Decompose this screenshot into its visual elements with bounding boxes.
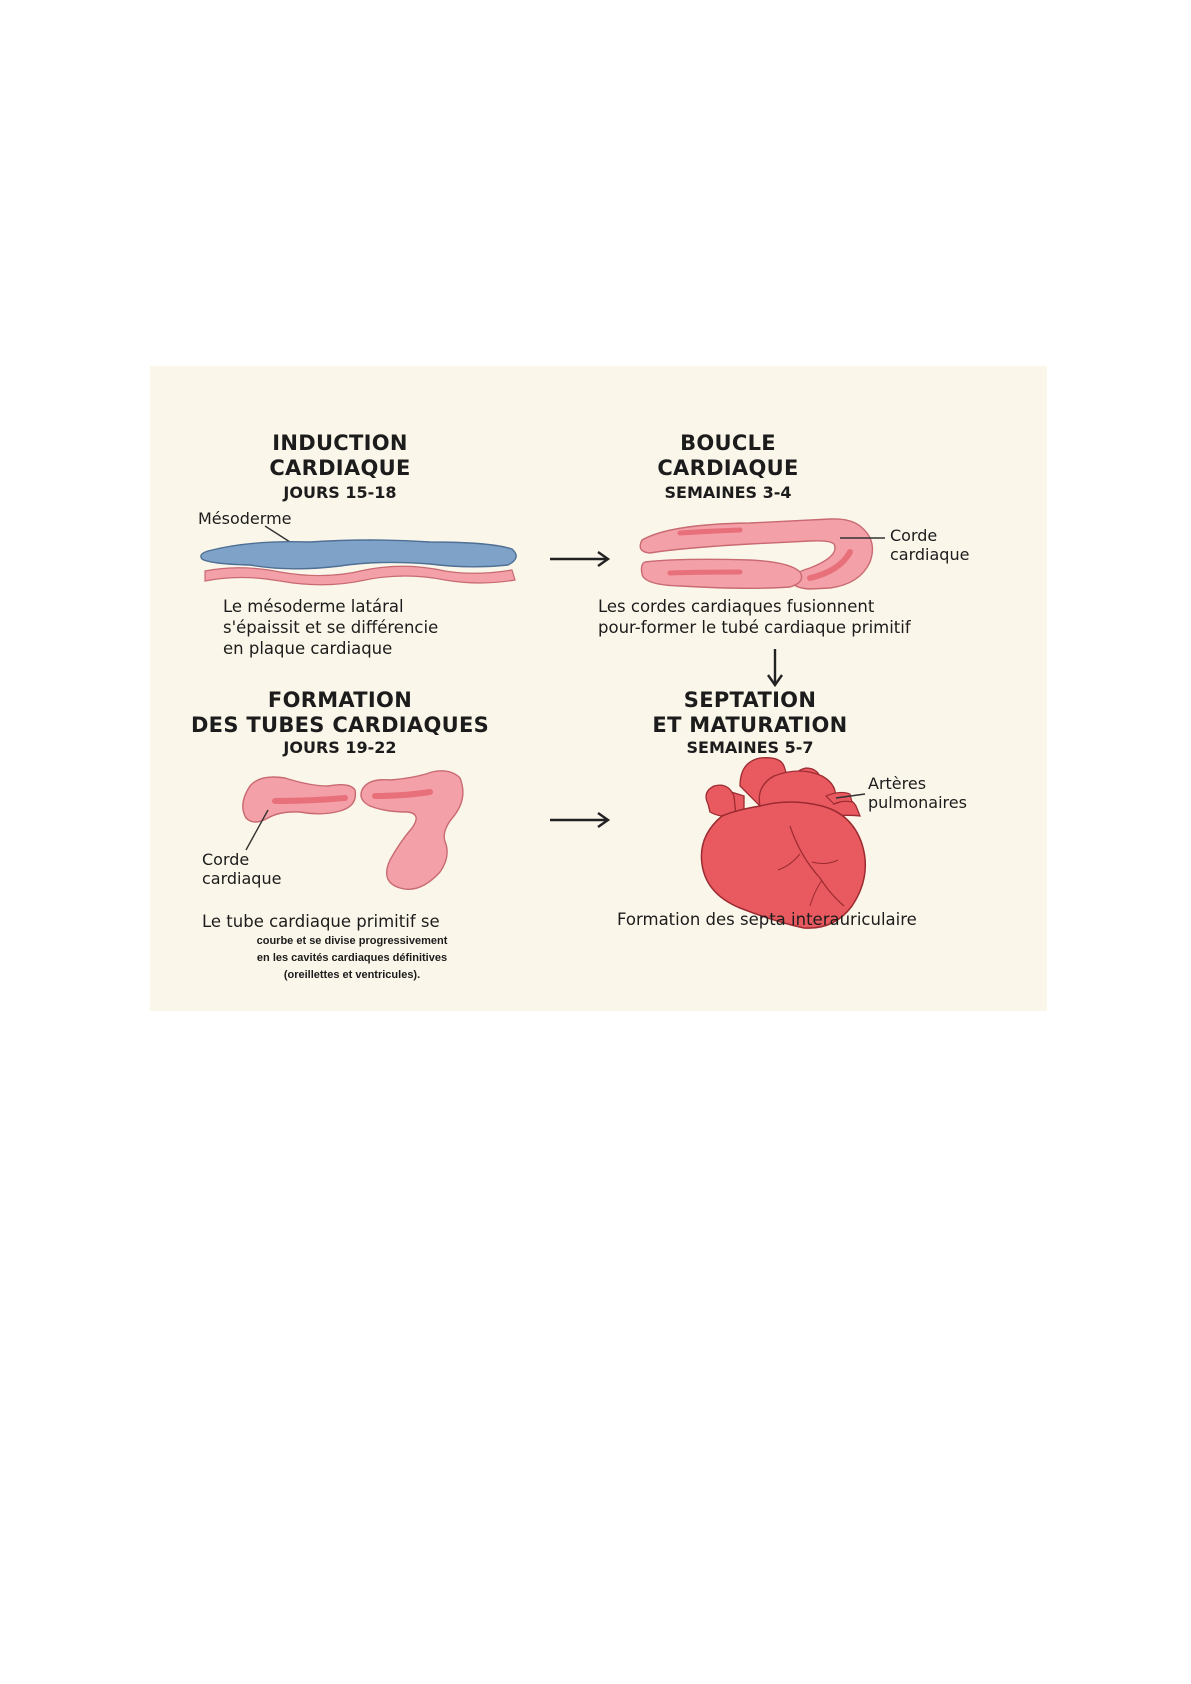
- stage1-description-line2: s'épaissit et se différencie: [223, 618, 439, 637]
- stage3-label-line1: Corde: [202, 850, 250, 869]
- mesoderm-illustration: [200, 525, 517, 586]
- stage2-description-line2: pour-former le tubé cardiaque primitif: [598, 618, 911, 637]
- stage2-label-line1: Corde: [890, 526, 938, 545]
- stage4-subtitle: SEMAINES 5-7: [686, 738, 814, 757]
- diagram-panel: INDUCTION CARDIAQUE JOURS 15-18 Mésoderm…: [150, 366, 1047, 1011]
- stage1-title-line1: INDUCTION: [272, 431, 408, 455]
- arrow-right-icon: [550, 551, 611, 567]
- stage2-description: Les cordes cardiaques fusionnent pour-fo…: [598, 596, 911, 638]
- stage3-title-line1: FORMATION: [267, 688, 413, 712]
- stage3-small-line1: courbe et se divise progressivement: [256, 935, 448, 947]
- stage2-label-line2: cardiaque: [890, 545, 970, 564]
- stage1-title-line2: CARDIAQUE: [269, 456, 411, 480]
- stage3-description-small: courbe et se divise progressivement en l…: [202, 933, 502, 984]
- heart-cord-stripe-loop: [807, 549, 853, 581]
- stage4-description: Formation des septa interauriculaire: [617, 910, 917, 929]
- stage1-description: Le mésoderme latáral s'épaissit et se di…: [223, 596, 438, 659]
- stage4-label: Artères pulmonaires: [868, 774, 967, 812]
- left-tube-stripe: [272, 795, 348, 804]
- stage2-title-line1: BOUCLE: [680, 431, 776, 455]
- mesoderm-label: Mésoderme: [198, 509, 292, 528]
- heart-icon: [700, 757, 867, 929]
- arrows-layer: [550, 551, 783, 828]
- heart-cord-stripe-top: [677, 527, 743, 536]
- stage2-description-line1: Les cordes cardiaques fusionnent: [598, 597, 875, 616]
- coronary-vessel-2: [777, 853, 839, 907]
- stage2-title-line2: CARDIAQUE: [657, 456, 799, 480]
- stage4-title-line1: SEPTATION: [683, 688, 817, 712]
- stage1-title: INDUCTION CARDIAQUE: [230, 431, 450, 481]
- stage4-label-line2: pulmonaires: [868, 793, 967, 812]
- stage2-title: BOUCLE CARDIAQUE: [618, 431, 838, 481]
- stage3-small-line3: (oreillettes et ventricules).: [283, 969, 421, 981]
- coronary-vessel-1: [789, 825, 845, 907]
- heart-cord-stripe-bottom: [667, 569, 743, 576]
- right-tube-stripe: [372, 789, 433, 799]
- arteres-leader-line: [835, 793, 866, 799]
- stage4-title-line2: ET MATURATION: [652, 713, 848, 737]
- left-atrium-ear: [705, 784, 737, 818]
- stage2-subtitle: SEMAINES 3-4: [664, 483, 792, 502]
- stage3-label-line2: cardiaque: [202, 869, 282, 888]
- arrow-right-icon: [550, 812, 611, 828]
- heart-tubes-illustration: [242, 770, 464, 890]
- stage2-label: Corde cardiaque: [890, 526, 969, 564]
- mesoderm-pink-band: [204, 565, 516, 586]
- mesoderm-leader-line: [264, 525, 291, 543]
- stage1-description-line1: Le mésoderme latáral: [223, 597, 404, 616]
- mesoderm-blue-layer: [200, 539, 517, 570]
- stage3-label: Corde cardiaque: [202, 850, 281, 888]
- right-heart-tube: [360, 770, 464, 890]
- stage3-small-line2: en les cavités cardiaques définitives: [256, 952, 448, 964]
- arrow-down-icon: [767, 649, 783, 688]
- corde-leader-line-bottom: [245, 809, 269, 851]
- stage3-title: FORMATION DES TUBES CARDIAQUES: [190, 688, 490, 738]
- stage3-subtitle: JOURS 19-22: [283, 738, 397, 757]
- stage1-description-line3: en plaque cardiaque: [223, 639, 393, 658]
- stage4-title: SEPTATION ET MATURATION: [640, 688, 860, 738]
- heart-body: [700, 801, 867, 929]
- stage1-subtitle: JOURS 15-18: [283, 483, 397, 502]
- stage3-description-main: Le tube cardiaque primitif se: [202, 912, 440, 931]
- stage3-title-line2: DES TUBES CARDIAQUES: [190, 713, 490, 737]
- heart-loop-illustration: [639, 518, 885, 590]
- stage4-label-line1: Artères: [868, 774, 927, 793]
